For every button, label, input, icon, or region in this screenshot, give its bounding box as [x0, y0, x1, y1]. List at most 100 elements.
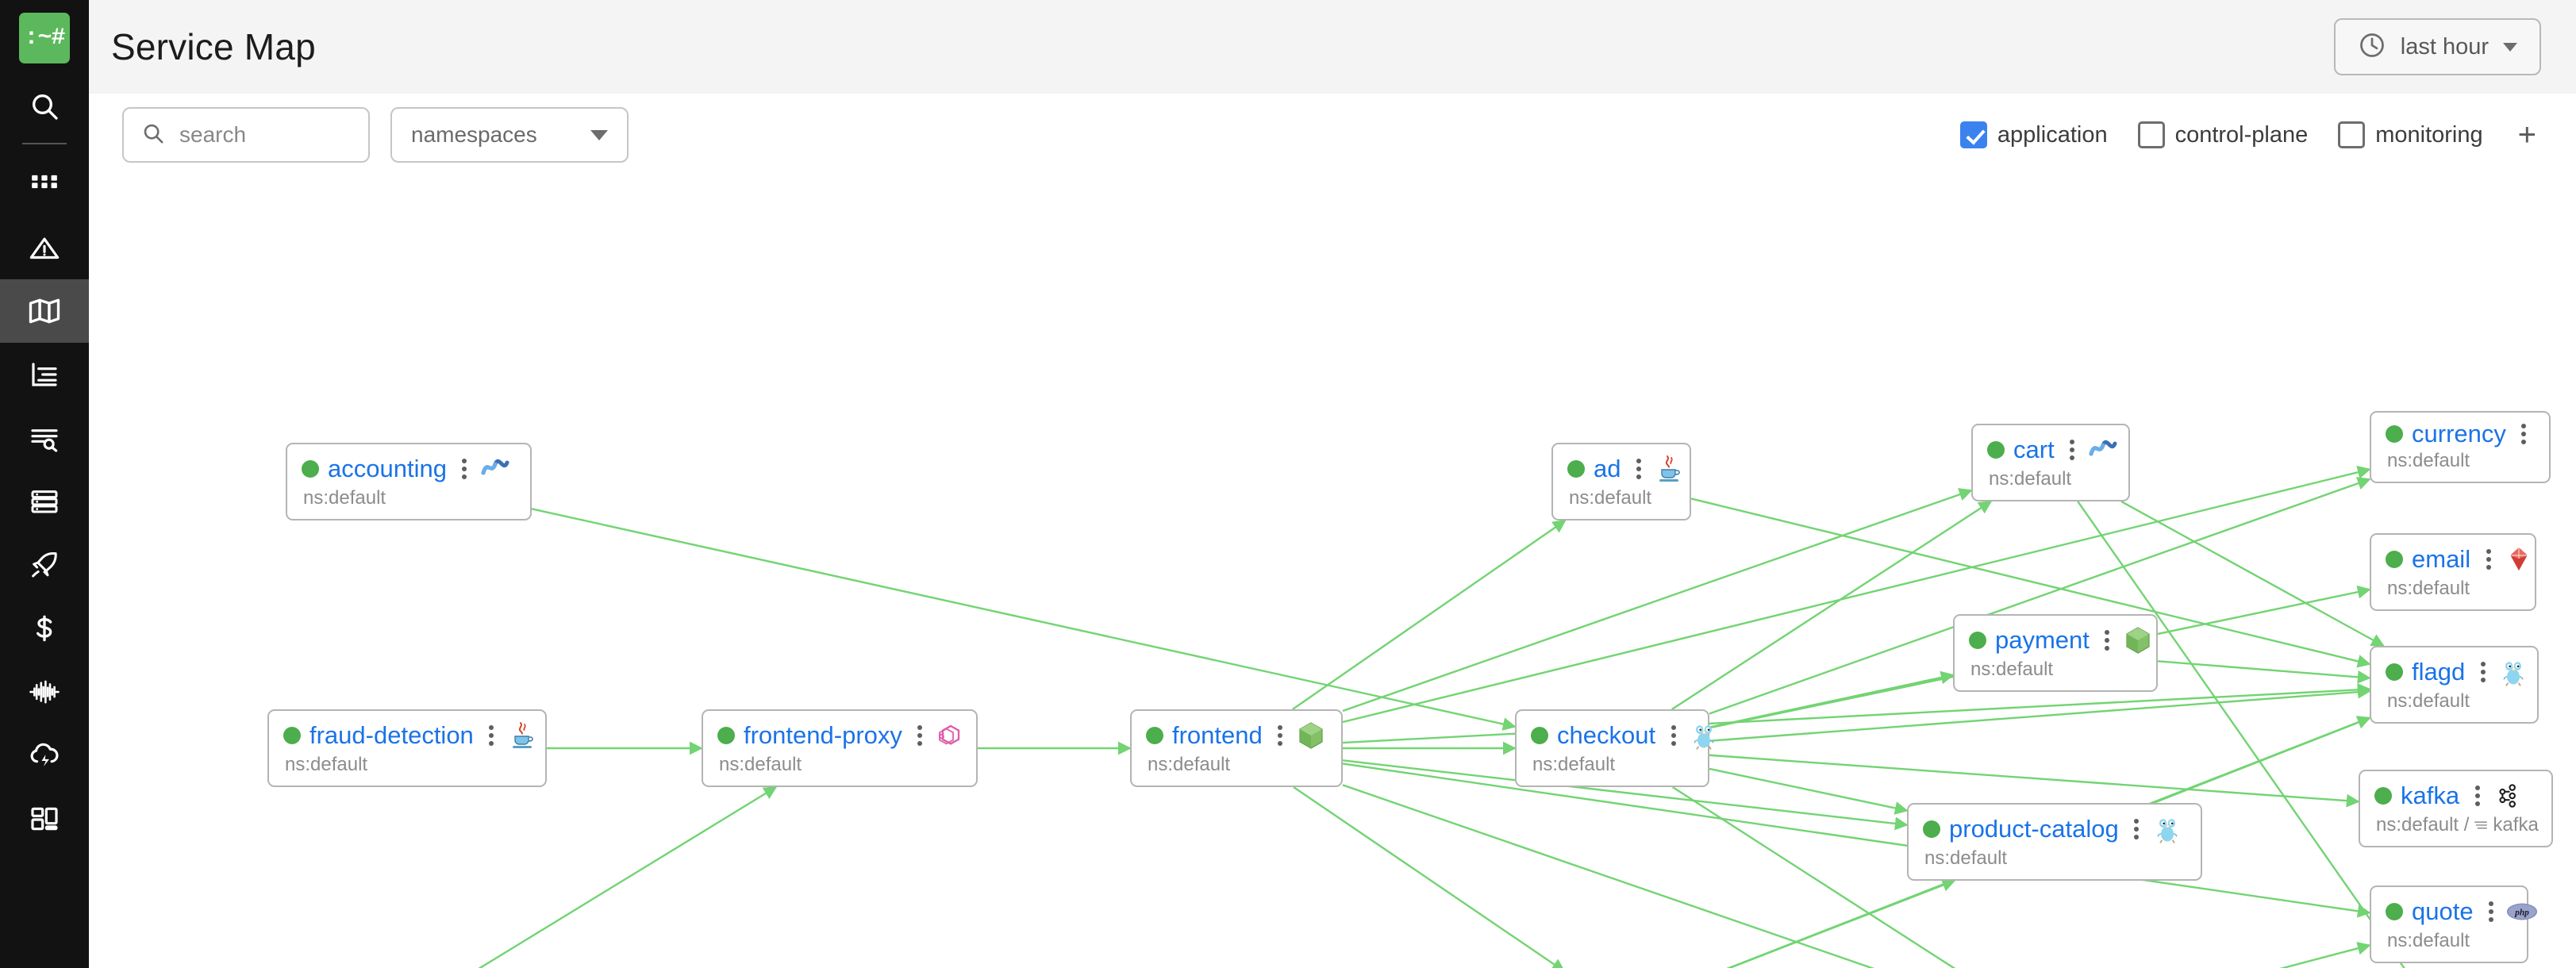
node-menu-kebab-icon[interactable]: [2134, 819, 2140, 839]
edge-frontend-to-shipping: [1342, 784, 1875, 968]
edge-checkout-to-product-catalog: [1709, 767, 1909, 815]
service-node-label[interactable]: kafka: [2401, 781, 2460, 809]
time-range-picker[interactable]: last hour: [2333, 18, 2541, 75]
node-menu-kebab-icon[interactable]: [2489, 901, 2494, 922]
service-node-label[interactable]: email: [2412, 544, 2471, 573]
sidebar-item-traces[interactable]: [0, 343, 89, 406]
sidebar-item-cost[interactable]: [0, 597, 89, 660]
checkbox-application[interactable]: application: [1959, 121, 2108, 148]
service-node-subtitle: ns:default: [2387, 578, 2470, 599]
edge-frontend-to-cart: [1342, 488, 1973, 713]
status-indicator: [2386, 551, 2403, 568]
service-node-label[interactable]: fraud-detection: [310, 720, 474, 749]
add-filter-button[interactable]: +: [2517, 117, 2536, 152]
status-indicator: [283, 727, 301, 744]
database-icon: [29, 486, 60, 517]
sidebar-divider: [22, 143, 67, 144]
go-icon: [2497, 656, 2529, 688]
node-menu-kebab-icon[interactable]: [1671, 725, 1676, 746]
service-node-label[interactable]: frontend: [1172, 720, 1263, 749]
checkbox-application-box[interactable]: [1959, 121, 1987, 148]
sidebar-item-search[interactable]: [0, 75, 89, 138]
sidebar-item-logs[interactable]: [0, 406, 89, 470]
node-menu-kebab-icon[interactable]: [2480, 662, 2486, 682]
status-indicator: [1969, 632, 1986, 649]
search-field[interactable]: [122, 107, 370, 163]
checkbox-control-plane-box[interactable]: [2137, 121, 2165, 148]
clock-icon: [2358, 31, 2386, 63]
node-menu-kebab-icon[interactable]: [917, 725, 923, 746]
service-node-label[interactable]: payment: [1995, 625, 2090, 654]
node-menu-kebab-icon[interactable]: [2105, 630, 2110, 651]
dotnet-icon: [2087, 434, 2119, 466]
java-icon: [1653, 453, 1685, 485]
node-menu-kebab-icon[interactable]: [1278, 725, 1283, 746]
service-node-subtitle: ns:default / kafka: [2376, 814, 2539, 835]
search-icon: [29, 90, 60, 122]
service-node-cart[interactable]: cart ns:default: [1971, 424, 2130, 501]
service-node-label[interactable]: quote: [2412, 897, 2474, 925]
dotnet-icon: [479, 453, 511, 485]
service-node-email[interactable]: email ns:default: [2370, 533, 2536, 611]
node-menu-kebab-icon[interactable]: [489, 725, 494, 746]
status-indicator: [1987, 441, 2005, 459]
service-node-label[interactable]: frontend-proxy: [744, 720, 902, 749]
namespaces-dropdown[interactable]: namespaces: [390, 107, 629, 163]
service-node-label[interactable]: currency: [2412, 420, 2506, 448]
sidebar-item-apps[interactable]: [0, 152, 89, 216]
status-indicator: [1923, 820, 1940, 838]
nodejs-icon: [2122, 624, 2154, 656]
edge-checkout-to-kafka: [1709, 754, 2360, 808]
queue-icon: [2473, 819, 2489, 832]
app-logo[interactable]: :~#: [19, 13, 70, 63]
sidebar-item-service-map[interactable]: [0, 279, 89, 343]
service-node-label[interactable]: cart: [2013, 435, 2055, 463]
service-node-label[interactable]: checkout: [1557, 720, 1656, 749]
service-node-label[interactable]: product-catalog: [1949, 814, 2119, 843]
filter-toolbar: namespaces application control-plane mon…: [89, 94, 2576, 176]
checkbox-control-plane-label: control-plane: [2174, 121, 2309, 148]
edge-frontend-to-quote: [1342, 762, 2371, 918]
sidebar-item-infrastructure[interactable]: [0, 470, 89, 533]
service-node-label[interactable]: ad: [1594, 454, 1621, 482]
edge-frontend-to-currency: [1342, 466, 2371, 724]
sidebar-item-cloud[interactable]: [0, 724, 89, 787]
checkbox-monitoring-box[interactable]: [2338, 121, 2366, 148]
edge-checkout-to-payment: [1709, 670, 1955, 728]
sidebar-item-deployments[interactable]: [0, 533, 89, 597]
main-region: Service Map last hour: [89, 0, 2576, 968]
envoy-icon: [935, 720, 967, 751]
edge-frontend-to-recommendation: [1293, 786, 1566, 968]
service-node-label[interactable]: flagd: [2412, 657, 2466, 686]
node-menu-kebab-icon[interactable]: [2521, 424, 2527, 445]
service-node-kafka[interactable]: kafka ns:default / kafka: [2359, 770, 2553, 847]
search-input[interactable]: [178, 121, 351, 148]
node-menu-kebab-icon[interactable]: [462, 459, 467, 479]
service-node-subtitle: ns:default: [2387, 930, 2470, 951]
status-indicator: [2386, 425, 2403, 444]
checkbox-control-plane[interactable]: control-plane: [2137, 121, 2309, 148]
service-node-subtitle: ns:default: [1989, 468, 2072, 490]
sidebar-item-profiling[interactable]: [0, 660, 89, 724]
sidebar-item-dashboards[interactable]: [0, 787, 89, 851]
node-menu-kebab-icon[interactable]: [2070, 440, 2075, 460]
node-menu-kebab-icon[interactable]: [1636, 459, 1641, 479]
cloud-lightning-icon: [28, 739, 61, 772]
node-menu-kebab-icon[interactable]: [2486, 549, 2491, 570]
service-node-label[interactable]: accounting: [328, 454, 447, 482]
node-menu-kebab-icon[interactable]: [2474, 786, 2480, 806]
checkbox-monitoring[interactable]: monitoring: [2338, 121, 2483, 148]
sidebar-item-alerts[interactable]: [0, 216, 89, 279]
